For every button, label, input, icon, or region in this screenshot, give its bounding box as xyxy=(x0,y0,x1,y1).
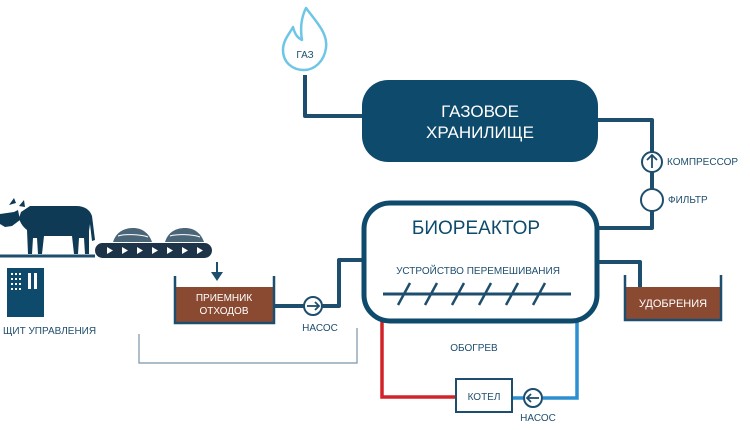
pump-bottom-label: НАСОС xyxy=(520,413,556,424)
arrow-left-icon xyxy=(525,393,539,403)
arrow-down-icon xyxy=(211,262,223,281)
control-line xyxy=(138,328,358,364)
mixer xyxy=(383,282,571,306)
manure-piles xyxy=(113,228,204,242)
gas-storage-tank xyxy=(362,80,598,162)
receiver-label-line2: ОТХОДОВ xyxy=(199,306,248,317)
filter xyxy=(640,188,664,212)
arrow-right-icon xyxy=(307,301,321,311)
pipe-reactor-to-fertilizer xyxy=(596,260,642,287)
compressor xyxy=(641,151,663,173)
pump-top xyxy=(303,296,323,316)
pipe-filter-to-reactor xyxy=(597,211,654,230)
flame-icon xyxy=(281,6,328,72)
pipe-storage-to-compressor xyxy=(596,118,654,152)
pipe-gas-to-storage xyxy=(303,75,365,118)
control-panel xyxy=(7,268,44,317)
control-panel-label: ЩИТ УПРАВЛЕНИЯ xyxy=(3,326,96,337)
conveyor xyxy=(95,228,212,258)
mixer-label: УСТРОЙСТВО ПЕРЕМЕШИВАНИЯ xyxy=(396,264,560,277)
pump-top-label: НАСОС xyxy=(302,323,338,334)
cold-pipe-right xyxy=(543,313,579,400)
waste-receiver-tank xyxy=(173,276,276,325)
cow-icon xyxy=(0,198,95,254)
fertilizer-label: УДОБРЕНИЯ xyxy=(639,298,707,310)
pump-bottom xyxy=(523,388,543,408)
gas-label: ГАЗ xyxy=(296,50,313,61)
arrow-up-icon xyxy=(646,153,658,168)
heating-label: ОБОГРЕВ xyxy=(450,343,498,354)
pipes xyxy=(275,75,654,308)
bioreactor-label: БИОРЕАКТОР xyxy=(412,218,540,239)
pipe-pump-to-reactor xyxy=(322,258,364,308)
fertilizer-tank xyxy=(623,275,723,322)
gas-storage-label-line1: ГАЗОВОЕ xyxy=(441,102,519,121)
gas-storage-label-line2: ХРАНИЛИЩЕ xyxy=(426,123,534,142)
bioreactor-tank xyxy=(361,200,600,324)
filter-label: ФИЛЬТР xyxy=(668,195,708,206)
boiler-label: КОТЕЛ xyxy=(468,392,501,403)
compressor-label: КОМПРЕССОР xyxy=(667,157,738,168)
boiler xyxy=(455,378,513,413)
receiver-label-line1: ПРИЕМНИК xyxy=(196,293,252,304)
